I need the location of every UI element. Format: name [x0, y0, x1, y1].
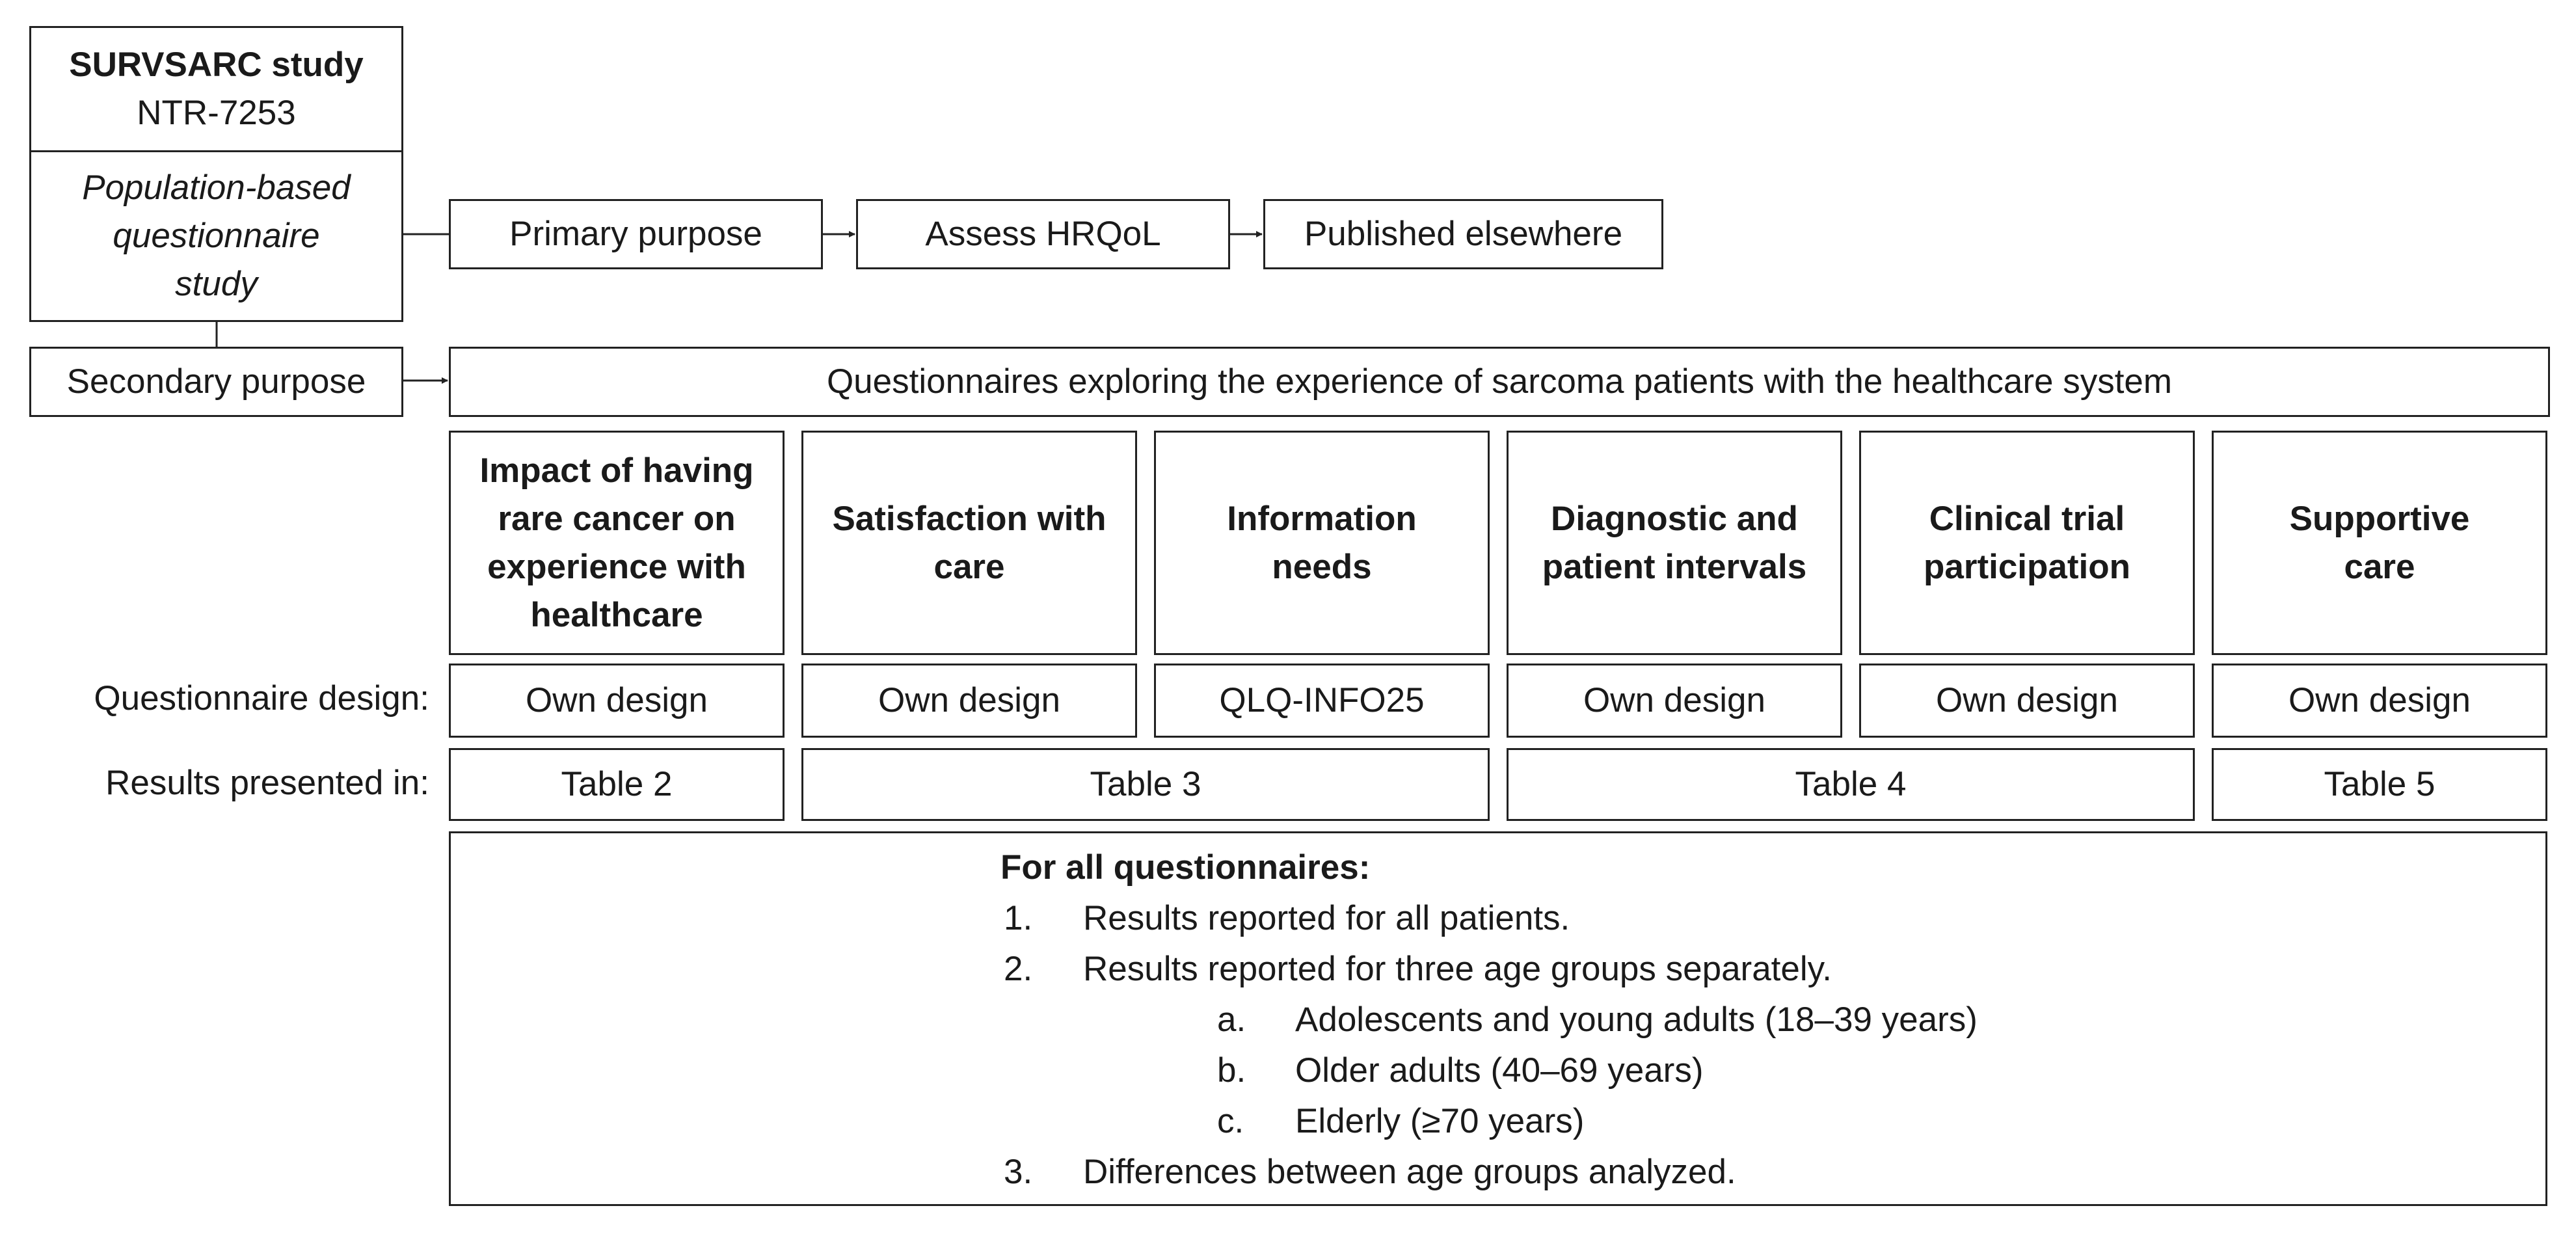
topic-satisfaction: Satisfaction with care [801, 431, 1137, 655]
summary-subitem-marker: c. [1217, 1102, 1244, 1140]
primary-purpose-label: Primary purpose [509, 215, 762, 253]
summary-subitem-text: Older adults (40–69 years) [1295, 1051, 1704, 1090]
secondary-purpose-box: Secondary purpose [29, 347, 403, 417]
design-cell: Own design [2212, 664, 2547, 738]
summary-box: For all questionnaires: 1. Results repor… [449, 831, 2547, 1206]
questionnaires-banner-text: Questionnaires exploring the experience … [826, 362, 2173, 401]
summary-item-marker: 3. [1004, 1153, 1033, 1191]
study-registration: NTR-7253 [137, 94, 296, 132]
topic-clinical-trial: Clinical trial participation [1859, 431, 2195, 655]
secondary-purpose-label: Secondary purpose [66, 362, 366, 401]
design-row-label: Questionnaire design: [94, 679, 429, 718]
summary-subitem-marker: a. [1217, 1000, 1246, 1039]
summary-item-text: Results reported for three age groups se… [1083, 950, 1832, 988]
topic-information-needs-label: Information needs [1227, 499, 1417, 586]
assess-hrqol-box: Assess HRQoL [856, 199, 1230, 269]
summary-subitem-text: Elderly (≥70 years) [1295, 1102, 1585, 1140]
published-elsewhere-label: Published elsewhere [1304, 215, 1623, 253]
design-cell-text: QLQ-INFO25 [1219, 681, 1425, 719]
study-box: SURVSARC study NTR-7253 Population-based… [29, 26, 403, 322]
design-cell-text: Own design [526, 681, 708, 719]
topic-information-needs: Information needs [1154, 431, 1490, 655]
results-cell-text: Table 3 [1090, 765, 1201, 803]
study-description: Population-based questionnaire study [82, 168, 351, 303]
results-cell: Table 4 [1507, 748, 2195, 821]
design-cell: Own design [1507, 664, 1842, 738]
results-cell: Table 2 [449, 748, 785, 821]
summary-item-marker: 1. [1004, 899, 1033, 937]
topic-rare-cancer-label: Impact of having rare cancer on experien… [479, 451, 754, 634]
results-row-label: Results presented in: [105, 764, 429, 802]
study-title: SURVSARC study [69, 46, 364, 84]
published-elsewhere-box: Published elsewhere [1263, 199, 1663, 269]
results-cell-text: Table 4 [1795, 765, 1907, 803]
design-cell: QLQ-INFO25 [1154, 664, 1490, 738]
summary-item-marker: 2. [1004, 950, 1033, 988]
summary-item-text: Results reported for all patients. [1083, 899, 1570, 937]
questionnaires-banner: Questionnaires exploring the experience … [449, 347, 2550, 417]
topic-clinical-trial-label: Clinical trial participation [1923, 499, 2131, 586]
results-cell-text: Table 5 [2324, 765, 2435, 803]
topic-rare-cancer: Impact of having rare cancer on experien… [449, 431, 785, 655]
design-cell-text: Own design [2288, 681, 2471, 719]
summary-item-text: Differences between age groups analyzed. [1083, 1153, 1736, 1191]
results-cell: Table 5 [2212, 748, 2547, 821]
topic-satisfaction-label: Satisfaction with care [832, 499, 1107, 586]
design-cell: Own design [1859, 664, 2195, 738]
results-cell: Table 3 [801, 748, 1490, 821]
design-cell-text: Own design [1583, 681, 1765, 719]
summary-subitem-text: Adolescents and young adults (18–39 year… [1295, 1000, 1978, 1039]
design-cell: Own design [801, 664, 1137, 738]
assess-hrqol-label: Assess HRQoL [925, 215, 1161, 253]
topic-diagnostic-intervals: Diagnostic and patient intervals [1507, 431, 1842, 655]
topic-supportive-care: Supportive care [2212, 431, 2547, 655]
design-cell-text: Own design [1936, 681, 2118, 719]
results-cell-text: Table 2 [561, 765, 673, 803]
study-header: SURVSARC study NTR-7253 [31, 28, 401, 152]
topic-diagnostic-intervals-label: Diagnostic and patient intervals [1542, 499, 1807, 586]
design-cell-text: Own design [878, 681, 1060, 719]
summary-subitem-marker: b. [1217, 1051, 1246, 1090]
design-cell: Own design [449, 664, 785, 738]
primary-purpose-box: Primary purpose [449, 199, 823, 269]
topic-supportive-care-label: Supportive care [2289, 499, 2470, 586]
summary-heading: For all questionnaires: [1000, 848, 1371, 887]
